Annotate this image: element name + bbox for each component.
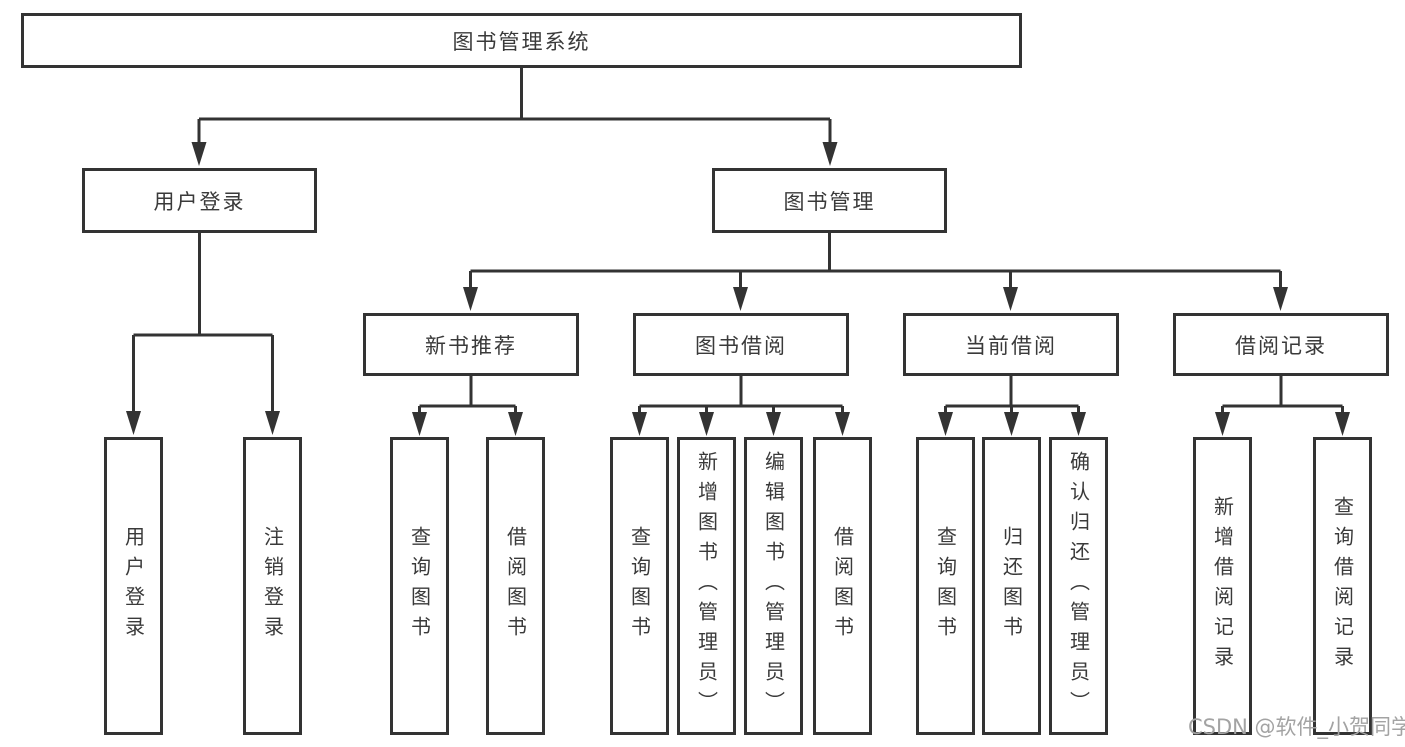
leaf-user-login: 用户登录 <box>104 437 163 735</box>
leaf-edit-book-admin: 编辑图书（管理员） <box>744 437 803 735</box>
arrowhead <box>412 412 427 436</box>
arrowhead <box>265 411 280 435</box>
arrowhead <box>1071 412 1086 436</box>
node-new-book-recommend: 新书推荐 <box>363 313 579 376</box>
leaf-add-borrow-record: 新增借阅记录 <box>1193 437 1252 735</box>
leaf-borrow-books: 借阅图书 <box>813 437 872 735</box>
connector-login-to-leaves <box>126 233 280 435</box>
arrowhead <box>1273 287 1288 311</box>
leaf-logout: 注销登录 <box>243 437 302 735</box>
arrowhead <box>699 412 714 436</box>
arrowhead <box>632 412 647 436</box>
node-borrowing-records: 借阅记录 <box>1173 313 1389 376</box>
connector-mgmt-to-level2 <box>463 233 1288 311</box>
leaf-query-books-newbooks: 查询图书 <box>390 437 449 735</box>
arrowhead <box>1335 412 1350 436</box>
arrowhead <box>1004 412 1019 436</box>
arrowhead <box>463 287 478 311</box>
connector-records-to-leaves <box>1215 376 1350 436</box>
leaf-return-book: 归还图书 <box>982 437 1041 735</box>
leaf-query-books-current: 查询图书 <box>916 437 975 735</box>
arrowhead <box>126 411 141 435</box>
node-user-login: 用户登录 <box>82 168 317 233</box>
arrowhead <box>1215 412 1230 436</box>
connector-root-to-level1 <box>191 68 838 166</box>
connector-borrow-to-leaves <box>632 376 850 436</box>
arrowhead <box>822 142 838 166</box>
connector-current-to-leaves <box>938 376 1086 436</box>
leaf-borrow-books-newbooks: 借阅图书 <box>486 437 545 735</box>
arrowhead <box>508 412 523 436</box>
node-book-borrowing: 图书借阅 <box>633 313 849 376</box>
leaf-add-book-admin: 新增图书（管理员） <box>677 437 736 735</box>
leaf-query-borrow-record: 查询借阅记录 <box>1313 437 1372 735</box>
arrowhead <box>191 142 207 166</box>
arrowhead <box>1003 287 1018 311</box>
connector-newbooks-to-leaves <box>412 376 523 436</box>
node-book-management: 图书管理 <box>712 168 947 233</box>
csdn-watermark: CSDN @软件_小贺同学 <box>1188 715 1405 739</box>
leaf-query-books-borrow: 查询图书 <box>610 437 669 735</box>
arrowhead <box>938 412 953 436</box>
arrowhead <box>835 412 850 436</box>
node-current-borrowing: 当前借阅 <box>903 313 1119 376</box>
arrowhead <box>766 412 781 436</box>
leaf-confirm-return-admin: 确认归还（管理员） <box>1049 437 1108 735</box>
arrowhead <box>733 287 748 311</box>
node-library-management-system: 图书管理系统 <box>21 13 1022 68</box>
